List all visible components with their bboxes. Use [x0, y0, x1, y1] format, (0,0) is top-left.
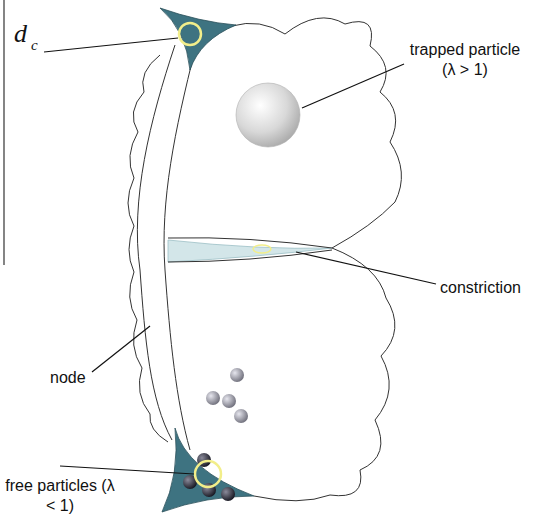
diameter-circle	[179, 23, 201, 45]
dimension-subscript: c	[31, 36, 38, 55]
callout-label: trapped particle (λ > 1)	[402, 40, 528, 80]
free-particles	[183, 368, 248, 501]
leader-line	[44, 38, 436, 474]
trapped-particle	[236, 83, 300, 147]
callout-label: free particles (λ < 1)	[4, 476, 116, 516]
plateau-border	[162, 428, 254, 512]
callout-label: node	[50, 368, 86, 388]
constriction-circle	[253, 245, 271, 253]
cell-outline	[128, 18, 401, 501]
callout-label: constriction	[440, 278, 521, 298]
dimension-symbol: d	[14, 18, 27, 51]
scale-bar	[3, 0, 4, 265]
constriction-film	[168, 240, 332, 262]
